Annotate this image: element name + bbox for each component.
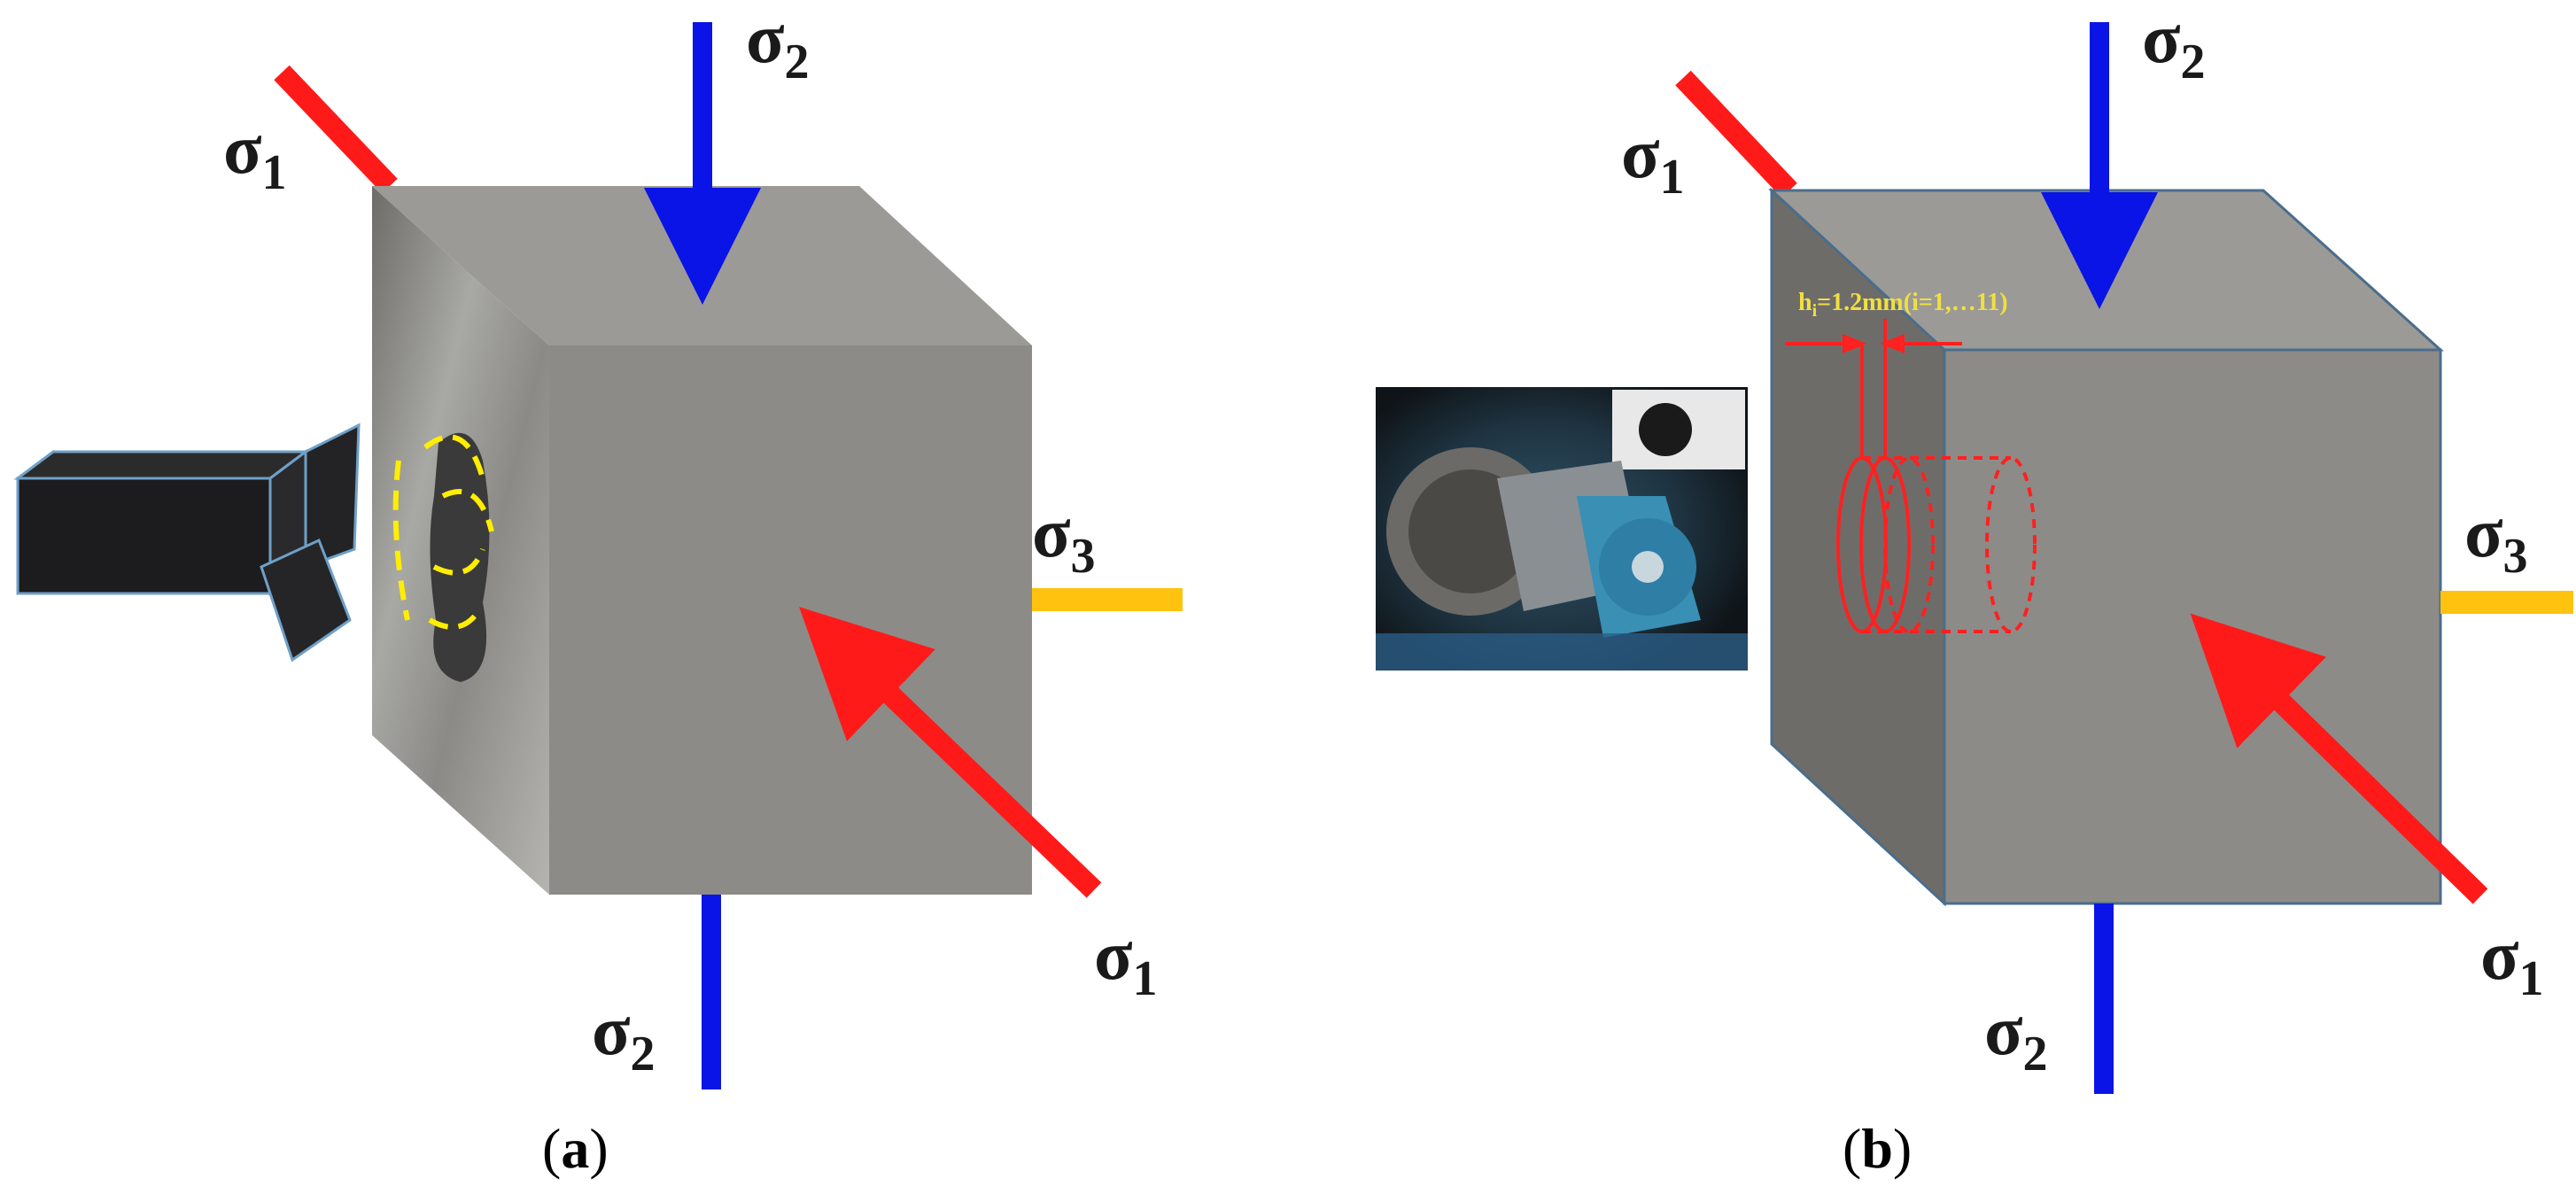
sigma3-label-b: σ3 <box>2464 494 2528 584</box>
crater-mark-a <box>392 432 494 682</box>
sigma1-front-arrow-a <box>799 607 1102 898</box>
sigma3-label-a: σ3 <box>1032 494 1096 584</box>
waterjet-nozzle-icon <box>13 423 361 663</box>
panel-a: σ1 σ2 σ3 σ1 σ2 (a) <box>13 0 1183 1180</box>
sigma1-back-stub-a <box>274 65 398 194</box>
sigma1-label-bottom-b: σ1 <box>2480 917 2544 1006</box>
sigma1-label-top-a: σ1 <box>223 111 287 200</box>
cube-front-face-a <box>549 345 1032 895</box>
sigma1-back-stub-b <box>1675 70 1797 198</box>
caption-b: (b) <box>1843 1117 1912 1180</box>
increment-annotation: hi=1.2mm(i=1,…11) <box>1798 289 2008 321</box>
panel-b: hi=1.2mm(i=1,…11) σ1 σ2 σ3 σ1 σ2 (b) <box>1376 0 2573 1180</box>
sigma1-label-top-b: σ1 <box>1621 115 1685 205</box>
drill-bit-photo-icon <box>1376 387 1748 671</box>
sigma2-label-top-a: σ2 <box>746 0 810 89</box>
caption-a: (a) <box>542 1117 609 1180</box>
sigma2-label-bottom-a: σ2 <box>592 992 656 1082</box>
sigma2-label-bottom-b: σ2 <box>1984 992 2048 1082</box>
sigma1-label-bottom-a: σ1 <box>1094 917 1158 1006</box>
sigma1-front-arrow-b <box>2190 613 2488 904</box>
sigma2-label-top-b: σ2 <box>2142 0 2206 89</box>
drill-increment-sketch <box>1785 319 2037 633</box>
